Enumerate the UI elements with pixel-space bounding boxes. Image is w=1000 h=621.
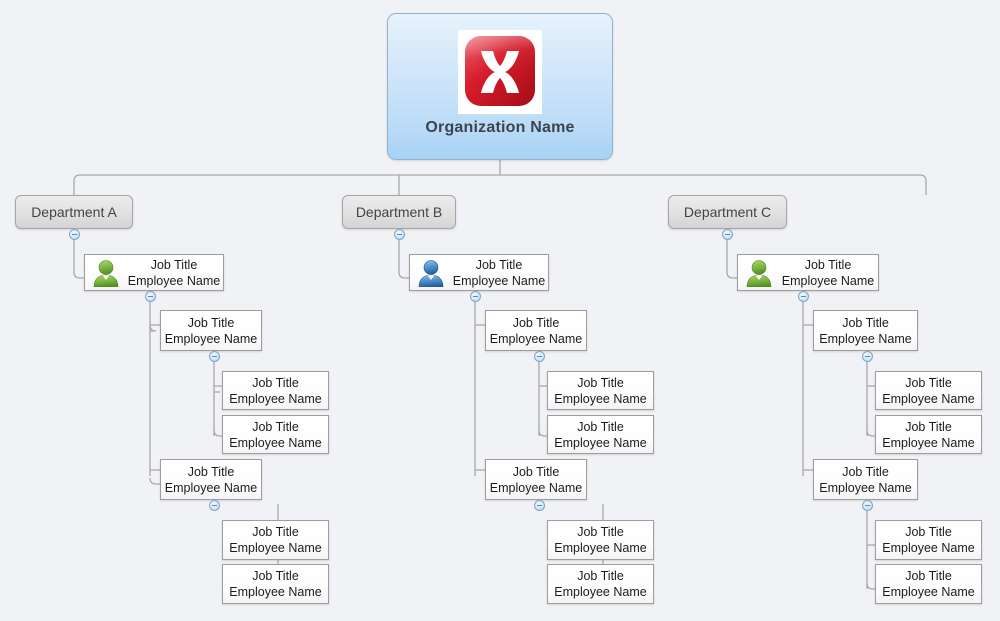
employee-name: Employee Name [229,541,322,555]
job-title: Job Title [905,569,952,583]
person-icon [744,259,774,287]
job-title: Job Title [905,375,952,390]
employee-name: Employee Name [554,435,647,450]
collapse-toggle-lead-b[interactable] [470,291,481,302]
employee-node-report-c1-1[interactable]: Job Title Employee Name [875,371,982,410]
employee-node-report-c2-1[interactable]: Job Title Employee Name [875,520,982,560]
employee-name: Employee Name [127,273,221,288]
employee-node-manager-c1[interactable]: Job Title Employee Name [813,310,918,351]
department-node-c[interactable]: Department C [668,195,787,229]
employee-name: Employee Name [164,331,258,346]
job-title: Job Title [187,464,235,479]
employee-name: Employee Name [554,541,647,555]
collapse-toggle-lead-a[interactable] [145,291,156,302]
person-icon [91,259,121,287]
employee-name: Employee Name [229,435,322,450]
department-node-a[interactable]: Department A [15,195,133,229]
root-title: Organization Name [425,119,575,136]
collapse-toggle-manager-b1[interactable] [534,351,545,362]
job-title: Job Title [804,257,852,272]
department-node-b[interactable]: Department B [342,195,456,229]
employee-name: Employee Name [229,585,322,599]
collapse-toggle-manager-b2[interactable] [534,500,545,511]
job-title: Job Title [905,525,952,539]
employee-node-manager-b2[interactable]: Job Title Employee Name [485,459,587,500]
collapse-toggle-manager-a2[interactable] [209,500,220,511]
job-title: Job Title [252,569,299,583]
employee-name: Employee Name [229,391,322,406]
xmind-logo-icon [458,30,542,114]
employee-node-report-a2-2[interactable]: Job Title Employee Name [222,564,329,604]
employee-node-report-a1-1[interactable]: Job Title Employee Name [222,371,329,410]
job-title: Job Title [150,257,198,272]
job-title: Job Title [512,464,560,479]
employee-node-report-b2-2[interactable]: Job Title Employee Name [547,564,654,604]
job-title: Job Title [187,315,235,330]
employee-node-lead-a[interactable]: Job Title Employee Name [84,254,224,291]
employee-name: Employee Name [489,331,583,346]
department-label: Department A [31,204,117,220]
employee-name: Employee Name [882,541,975,555]
collapse-toggle-department-c[interactable] [722,229,733,240]
employee-node-report-b1-1[interactable]: Job Title Employee Name [547,371,654,410]
employee-node-report-c2-2[interactable]: Job Title Employee Name [875,564,982,604]
job-title: Job Title [577,569,624,583]
employee-name: Employee Name [882,585,975,599]
employee-node-manager-a1[interactable]: Job Title Employee Name [160,310,262,351]
employee-node-manager-b1[interactable]: Job Title Employee Name [485,310,587,351]
employee-name: Employee Name [554,391,647,406]
collapse-toggle-department-b[interactable] [394,229,405,240]
person-icon [416,259,446,287]
employee-node-report-a1-2[interactable]: Job Title Employee Name [222,415,329,454]
job-title: Job Title [577,375,624,390]
employee-node-report-c1-2[interactable]: Job Title Employee Name [875,415,982,454]
department-label: Department B [355,204,443,220]
employee-node-manager-c2[interactable]: Job Title Employee Name [813,459,918,500]
job-title: Job Title [512,315,560,330]
job-title: Job Title [842,464,889,479]
job-title: Job Title [577,419,624,434]
employee-name: Employee Name [882,435,975,450]
collapse-toggle-manager-a1[interactable] [209,351,220,362]
employee-name: Employee Name [452,273,546,288]
employee-name: Employee Name [882,391,975,406]
employee-node-report-a2-1[interactable]: Job Title Employee Name [222,520,329,560]
employee-node-report-b2-1[interactable]: Job Title Employee Name [547,520,654,560]
employee-name: Employee Name [554,585,647,599]
root-node[interactable]: Organization Name [387,13,613,160]
employee-name: Employee Name [819,331,912,346]
job-title: Job Title [842,315,889,330]
employee-name: Employee Name [781,273,875,288]
job-title: Job Title [252,375,299,390]
employee-name: Employee Name [164,480,258,495]
employee-node-lead-c[interactable]: Job Title Employee Name [737,254,879,291]
collapse-toggle-manager-c1[interactable] [862,351,873,362]
job-title: Job Title [905,419,952,434]
department-label: Department C [683,204,772,220]
collapse-toggle-manager-c2[interactable] [862,500,873,511]
employee-name: Employee Name [489,480,583,495]
employee-name: Employee Name [819,480,912,495]
collapse-toggle-lead-c[interactable] [798,291,809,302]
job-title: Job Title [252,525,299,539]
collapse-toggle-department-a[interactable] [69,229,80,240]
employee-node-report-b1-2[interactable]: Job Title Employee Name [547,415,654,454]
job-title: Job Title [475,257,523,272]
employee-node-lead-b[interactable]: Job Title Employee Name [409,254,549,291]
job-title: Job Title [577,525,624,539]
job-title: Job Title [252,419,299,434]
employee-node-manager-a2[interactable]: Job Title Employee Name [160,459,262,500]
